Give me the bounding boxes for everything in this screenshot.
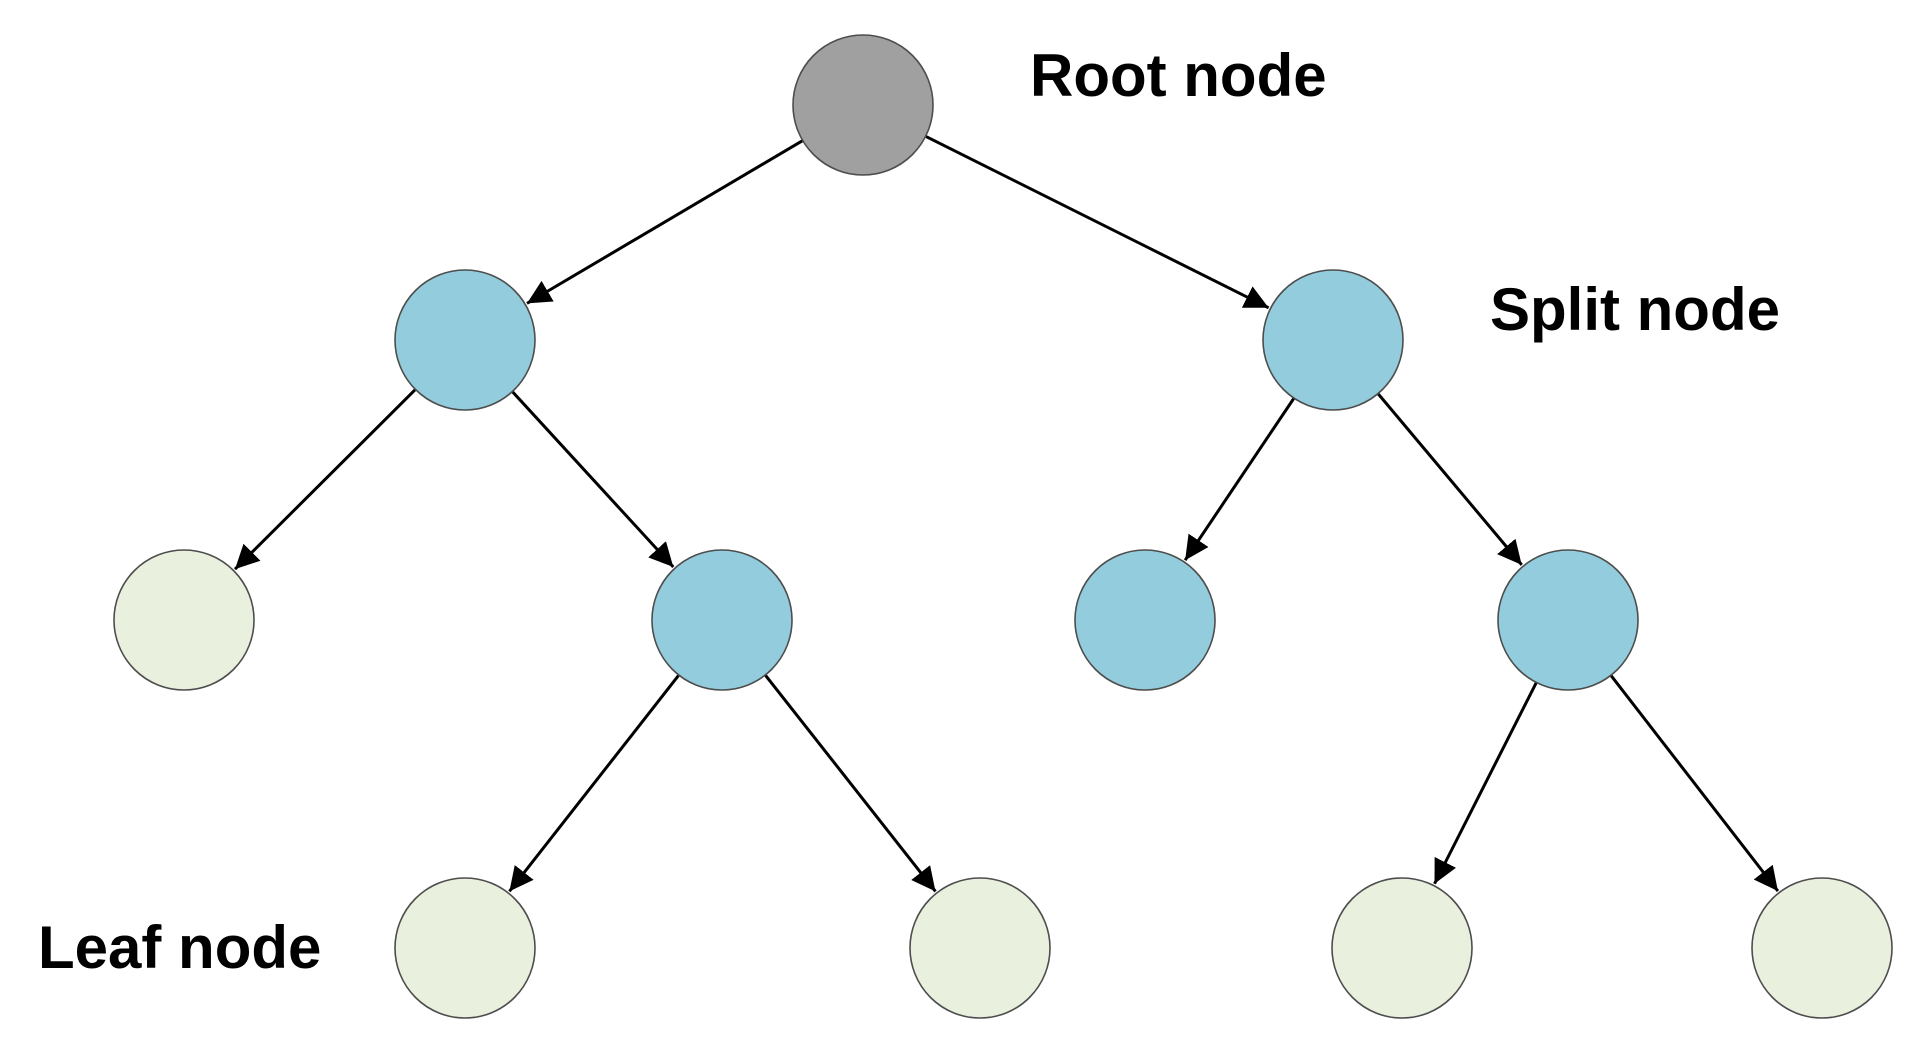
root-node-root <box>792 34 934 176</box>
split-node-label: Split node <box>1490 276 1780 343</box>
edge-root-to-split-right <box>924 134 1270 310</box>
edge-split-left-right-to-leaf-1 <box>508 674 681 893</box>
leaf-node-leaf-1 <box>394 877 536 1019</box>
edge-split-right-right-to-leaf-4 <box>1609 674 1780 892</box>
leaf-node-leaf-4 <box>1751 877 1893 1019</box>
split-node-split-left-right <box>651 549 793 691</box>
edge-root-to-split-left <box>526 139 804 305</box>
edge-split-right-right-to-leaf-3 <box>1433 681 1538 885</box>
nodes-layer <box>113 34 1893 1019</box>
leaf-node-leaf-left <box>113 549 255 691</box>
split-node-split-right-left <box>1074 549 1216 691</box>
split-node-split-left <box>394 269 536 411</box>
edge-split-left-to-leaf-left <box>233 388 417 571</box>
leaf-node-label: Leaf node <box>38 914 321 981</box>
edges-layer <box>233 134 1780 893</box>
edge-split-left-to-split-left-right <box>511 390 675 568</box>
split-node-split-right <box>1262 269 1404 411</box>
edge-split-right-to-split-right-left <box>1183 397 1296 562</box>
leaf-node-leaf-3 <box>1331 877 1473 1019</box>
edge-split-left-right-to-leaf-2 <box>764 674 937 893</box>
root-node-label: Root node <box>1030 42 1327 109</box>
leaf-node-leaf-2 <box>909 877 1051 1019</box>
split-node-split-right-right <box>1497 549 1639 691</box>
edge-split-right-to-split-right-right <box>1376 392 1523 566</box>
